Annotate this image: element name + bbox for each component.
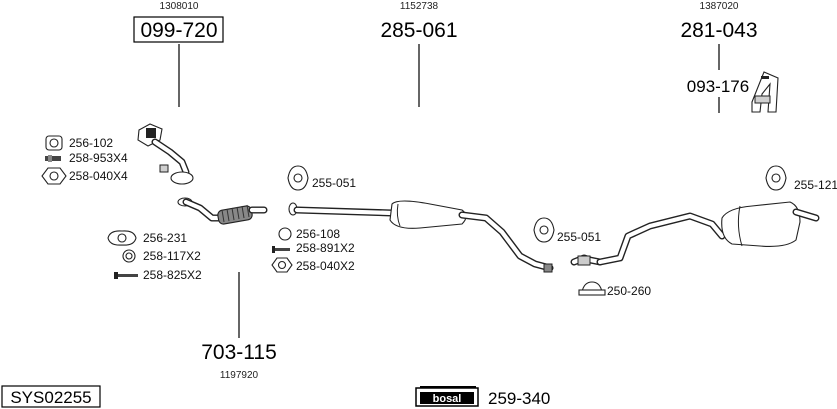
part-label-255-051-middle[interactable]: 255-051 bbox=[557, 230, 601, 244]
part-label-259-340[interactable]: 259-340 bbox=[488, 389, 550, 408]
front-group-label: 1308010 099-720 bbox=[133, 1, 224, 107]
stud-bolt-icon[interactable] bbox=[45, 155, 61, 162]
middle-pipe-and-silencer[interactable] bbox=[288, 200, 554, 273]
part-label-258-040X4[interactable]: 258-040X4 bbox=[69, 169, 128, 183]
system-code: SYS02255 bbox=[10, 388, 91, 407]
rubber-mount-icon-middle[interactable] bbox=[533, 217, 555, 243]
front-flange-pipe[interactable] bbox=[137, 123, 194, 185]
part-label-255-121[interactable]: 255-121 bbox=[794, 178, 837, 192]
small-bolt-icon[interactable] bbox=[272, 246, 290, 253]
bolt-icon[interactable] bbox=[114, 272, 138, 279]
middle-group-label: 1152738 285-061 bbox=[380, 1, 458, 107]
downpipe-part-number[interactable]: 703-115 bbox=[201, 341, 277, 364]
rear-part-number[interactable]: 281-043 bbox=[680, 19, 757, 42]
rear-group-label: 1387020 281-043 093-176 bbox=[680, 1, 758, 113]
flange-gasket-icon[interactable] bbox=[107, 230, 137, 246]
part-label-256-108[interactable]: 256-108 bbox=[296, 227, 340, 241]
part-label-258-117X2[interactable]: 258-117X2 bbox=[143, 249, 201, 263]
gasket-icon-middle[interactable] bbox=[278, 227, 292, 241]
part-label-250-260[interactable]: 250-260 bbox=[607, 284, 651, 298]
rubber-mount-icon-front[interactable] bbox=[287, 165, 309, 191]
part-label-256-102[interactable]: 256-102 bbox=[69, 136, 113, 150]
front-part-number[interactable]: 099-720 bbox=[140, 19, 217, 42]
part-label-258-040X2[interactable]: 258-040X2 bbox=[296, 259, 355, 273]
downpipe-ref-number: 1197920 bbox=[220, 370, 259, 381]
gasket-icon[interactable] bbox=[45, 135, 63, 151]
bosal-logo: bosal bbox=[415, 386, 479, 407]
front-part-box bbox=[133, 16, 224, 43]
part-label-256-231[interactable]: 256-231 bbox=[143, 231, 187, 245]
middle-part-number[interactable]: 285-061 bbox=[380, 19, 457, 42]
rubber-mount-icon-rear[interactable] bbox=[765, 165, 787, 191]
front-ref-number: 1308010 bbox=[160, 1, 199, 12]
hex-nut-icon[interactable] bbox=[41, 167, 67, 185]
clamp-icon[interactable] bbox=[578, 281, 606, 296]
downpipe-with-flex[interactable] bbox=[177, 197, 268, 225]
part-label-258-825X2[interactable]: 258-825X2 bbox=[143, 268, 202, 282]
bosal-logo-text: bosal bbox=[433, 393, 462, 405]
part-label-258-953X4[interactable]: 258-953X4 bbox=[69, 151, 128, 165]
hex-nut-icon-middle[interactable] bbox=[271, 257, 293, 273]
part-label-255-051-front[interactable]: 255-051 bbox=[312, 176, 356, 190]
rear-ref-number: 1387020 bbox=[700, 1, 739, 12]
rear-pipe-and-silencer[interactable] bbox=[570, 201, 820, 266]
part-label-258-891X2[interactable]: 258-891X2 bbox=[296, 241, 355, 255]
mounting-kit-icon[interactable] bbox=[751, 71, 779, 113]
system-code-box bbox=[1, 385, 101, 408]
rear-sub-part-number[interactable]: 093-176 bbox=[687, 77, 749, 96]
spring-washer-icon[interactable] bbox=[122, 249, 136, 263]
middle-ref-number: 1152738 bbox=[400, 1, 439, 12]
